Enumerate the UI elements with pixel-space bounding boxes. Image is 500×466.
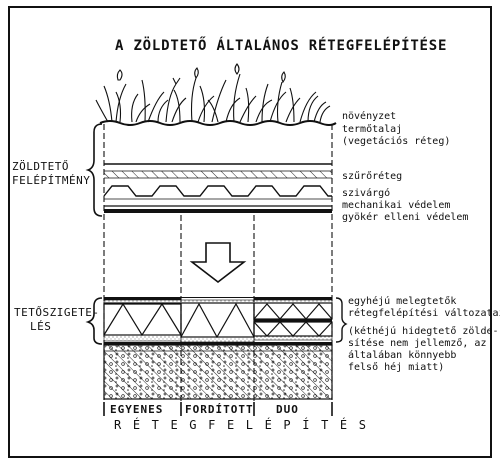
- brace-variants: [335, 297, 348, 343]
- label-root: gyökér elleni védelem: [342, 212, 469, 223]
- variants-note-2: rétegfelépítési változatai: [348, 308, 500, 319]
- insulation-top-membrane: [104, 297, 181, 300]
- filter-layer: [104, 171, 332, 178]
- drainage-layer: [103, 185, 332, 197]
- variants-note-3: (kéthéjú hidegtető zölde-: [348, 326, 499, 337]
- column-duo: DUO: [276, 403, 299, 416]
- label-insulation-2: LÉS: [30, 320, 52, 333]
- bottom-label: RÉTEGFELÉPÍTÉS: [114, 418, 378, 432]
- variants-note-1: egyhéjú melegtetők: [348, 296, 457, 307]
- egyenes-insulation: [103, 302, 182, 337]
- column-forditott: FORDÍTOTT: [185, 403, 254, 416]
- variants-note-5: általában könnyebb: [348, 350, 457, 361]
- label-filter: szűrőréteg: [342, 171, 403, 182]
- vegetation-plants: [95, 63, 331, 123]
- variants-note-6: felső héj miatt): [348, 362, 445, 373]
- page-title: A ZÖLDTETŐ ÁLTALÁNOS RÉTEGFELÉPÍTÉSE: [115, 38, 448, 54]
- forditott-insulation: [180, 302, 255, 339]
- label-drainage: szivárgó: [342, 188, 391, 199]
- soil-surface: [99, 120, 337, 126]
- brace-green-roof: [85, 123, 103, 217]
- label-mechanical: mechanikai védelem: [342, 200, 451, 211]
- variants-note-4: sítése nem jellemző, az: [348, 338, 487, 349]
- label-soil-2: (vegetációs réteg): [342, 136, 451, 147]
- label-soil-1: termőtalaj: [342, 124, 403, 135]
- label-green-roof-2: FELÉPÍTMÉNY: [12, 174, 91, 187]
- column-egyenes: EGYENES: [110, 403, 164, 416]
- root-barrier: [104, 209, 332, 213]
- label-green-roof-1: ZÖLDTETŐ: [12, 160, 69, 173]
- column-dividers: [103, 402, 333, 416]
- brace-insulation: [85, 297, 103, 345]
- label-vegetation: növényzet: [342, 111, 397, 122]
- down-arrow: [189, 242, 247, 284]
- label-insulation-1: TETŐSZIGETE-: [14, 306, 100, 319]
